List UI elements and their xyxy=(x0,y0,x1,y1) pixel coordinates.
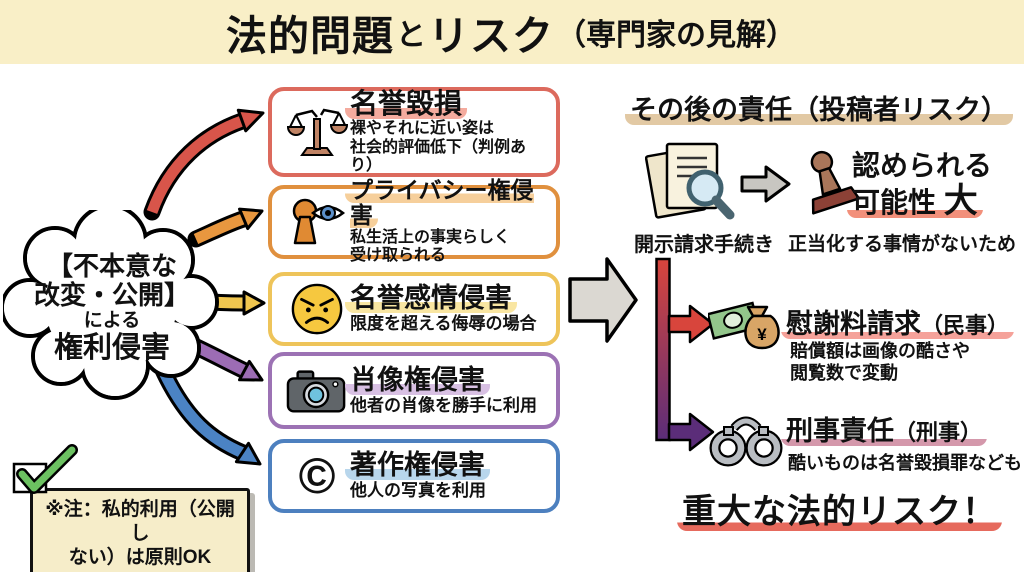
branch-arrow-civil xyxy=(667,304,715,344)
cause-cloud: 【不本意な 改変・公開】 による 権利侵害 xyxy=(3,210,221,406)
page-title-part2: と xyxy=(396,19,426,52)
civil-paren-text: （民事） xyxy=(921,313,1010,338)
checkmark-icon xyxy=(12,444,80,501)
page-title-part4: （専門家の見解） xyxy=(556,19,796,52)
page-title-part3: リスク xyxy=(428,13,554,59)
cloud-line1: 【不本意な xyxy=(46,251,177,282)
category-title: 名誉感情侵害 xyxy=(345,283,517,314)
category-desc: 他者の肖像を勝手に利用 xyxy=(350,395,537,415)
yen-symbol: ¥ xyxy=(757,325,767,344)
recognition-note: 正当化する事情がないため xyxy=(788,234,1017,255)
category-title: 肖像権侵害 xyxy=(345,364,490,395)
handcuffs-icon xyxy=(706,406,786,475)
cloud-shape xyxy=(3,210,219,400)
criminal-paren-text: （刑事） xyxy=(894,420,983,445)
recognition-text: 認められる 可能性 大 xyxy=(847,150,993,221)
criminal-liability-desc: 酷いものは名誉毀損罪なども xyxy=(788,453,1022,473)
recognition-line1: 認められる xyxy=(852,150,993,181)
category-box-honor-feelings: 名誉感情侵害 限度を超える侮辱の場合 xyxy=(268,272,560,346)
private-use-note: ※注：私的利用（公開し ない）は原則OK xyxy=(30,488,250,572)
category-box-privacy: プライバシー権侵害 私生活上の事実らしく 受け取られる xyxy=(268,177,560,264)
title-banner: 法的問題とリスク（専門家の見解） xyxy=(0,0,1024,64)
civil-title-text: 慰謝料請求 xyxy=(786,309,921,339)
category-title: 著作権侵害 xyxy=(345,450,490,481)
conclusion-text-inner: 重大な法的リスク！ xyxy=(677,493,1002,531)
category-desc: 限度を超える侮辱の場合 xyxy=(350,314,537,334)
risk-gradient-bar xyxy=(655,257,671,442)
angry-face-icon xyxy=(284,282,350,336)
category-box-portrait: 肖像権侵害 他者の肖像を勝手に利用 xyxy=(268,352,560,429)
cause-cloud-text: 【不本意な 改変・公開】 による 権利侵害 xyxy=(3,210,221,406)
civil-claim-title: 慰謝料請求（民事） xyxy=(781,302,1015,341)
recognition-line2a: 可能性 xyxy=(852,187,944,219)
copyright-icon: © xyxy=(284,451,350,501)
recognition-line2: 可能性 大 xyxy=(847,182,992,221)
copyright-glyph: © xyxy=(298,448,336,504)
documents-magnifier-icon xyxy=(644,136,745,233)
broken-scales-icon xyxy=(284,103,350,161)
category-desc: 私生活上の事実らしく 受け取られる xyxy=(350,228,511,265)
civil-claim-desc: 賠償額は画像の酷さや 閲覧数で変動 xyxy=(790,341,970,383)
criminal-liability-title: 刑事責任（刑事） xyxy=(781,409,988,448)
keyhole-eye-icon xyxy=(284,197,350,247)
category-desc: 裸やそれに近い姿は 社会的評価低下（判例あり） xyxy=(350,120,527,174)
cloud-line4: 権利侵害 xyxy=(53,331,170,364)
recognition-line2b: 大 xyxy=(943,182,978,221)
criminal-title-text: 刑事責任 xyxy=(786,416,894,446)
big-gray-arrow xyxy=(568,257,638,343)
money-icon: ¥ xyxy=(706,296,788,365)
cloud-line3: による xyxy=(83,310,141,332)
category-desc: 他人の写真を利用 xyxy=(350,481,486,501)
right-flow-header-text: その後の責任（投稿者リスク） xyxy=(625,95,1013,125)
right-flow-header: その後の責任（投稿者リスク） xyxy=(625,88,1013,127)
category-box-copyright: © 著作権侵害 他人の写真を利用 xyxy=(268,439,560,513)
category-title: プライバシー権侵害 xyxy=(345,177,534,228)
disclosure-caption: 開示請求手続き xyxy=(634,234,774,256)
small-gray-arrow xyxy=(740,165,791,203)
category-title: 名誉毀損 xyxy=(345,87,468,119)
conclusion-text: 重大な法的リスク！ xyxy=(677,484,1002,533)
category-box-defamation: 名誉毀損 裸やそれに近い姿は 社会的評価低下（判例あり） xyxy=(268,87,560,177)
arrow-to-defamation xyxy=(143,108,265,221)
page-title-part1: 法的問題 xyxy=(226,13,394,59)
cloud-line2: 改変・公開】 xyxy=(33,280,190,311)
camera-icon xyxy=(284,366,350,416)
